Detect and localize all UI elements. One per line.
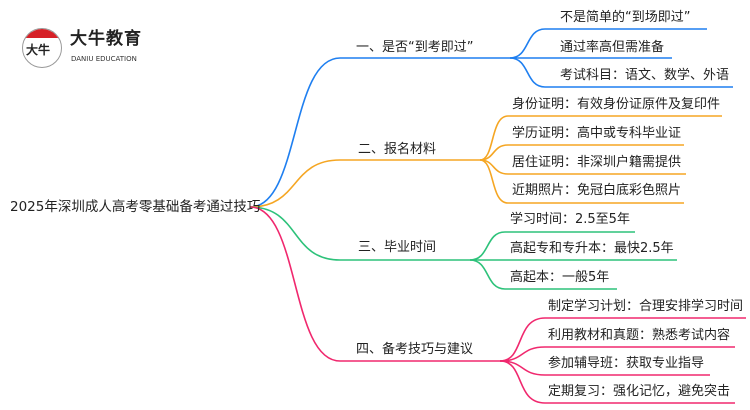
- branch-3-lines: [249, 206, 677, 290]
- leaf: 学历证明：高中或专科毕业证: [512, 126, 682, 141]
- branch-4-lines: [249, 206, 746, 404]
- leaf: 制定学习计划：合理安排学习时间: [548, 299, 744, 314]
- branch-4-label: 四、备考技巧与建议: [356, 342, 474, 357]
- branch-1-label: 一、是否“到考即过”: [356, 40, 474, 55]
- root-node: 2025年深圳成人高考零基础备考通过技巧: [10, 199, 261, 215]
- leaf: 居住证明：非深圳户籍需提供: [512, 155, 682, 170]
- branch-1-lines: [249, 28, 733, 208]
- logo: 大牛 大牛教育 DANIU EDUCATION: [22, 26, 182, 74]
- branch-2-label: 二、报名材料: [358, 142, 437, 157]
- leaf: 高起专和专升本：最快2.5年: [510, 241, 674, 256]
- leaf: 不是简单的“到场即过”: [560, 10, 691, 25]
- leaf: 定期复习：强化记忆，避免突击: [548, 384, 731, 399]
- leaf: 参加辅导班：获取专业指导: [548, 356, 705, 371]
- leaf: 身份证明：有效身份证原件及复印件: [512, 97, 721, 112]
- leaf: 利用教材和真题：熟悉考试内容: [548, 328, 731, 343]
- branch-3-label: 三、毕业时间: [358, 240, 437, 255]
- leaf: 高起本：一般5年: [510, 270, 610, 285]
- logo-subtext: DANIU EDUCATION: [71, 55, 137, 63]
- leaf: 考试科目：语文、数学、外语: [560, 68, 730, 83]
- leaf: 近期照片：免冠白底彩色照片: [512, 183, 682, 198]
- leaf: 学习时间：2.5至5年: [510, 212, 630, 227]
- leaf: 通过率高但需准备: [560, 40, 665, 55]
- logo-text: 大牛教育: [70, 29, 142, 49]
- logo-mark: 大牛: [22, 28, 62, 68]
- branch-2-lines: [249, 115, 722, 208]
